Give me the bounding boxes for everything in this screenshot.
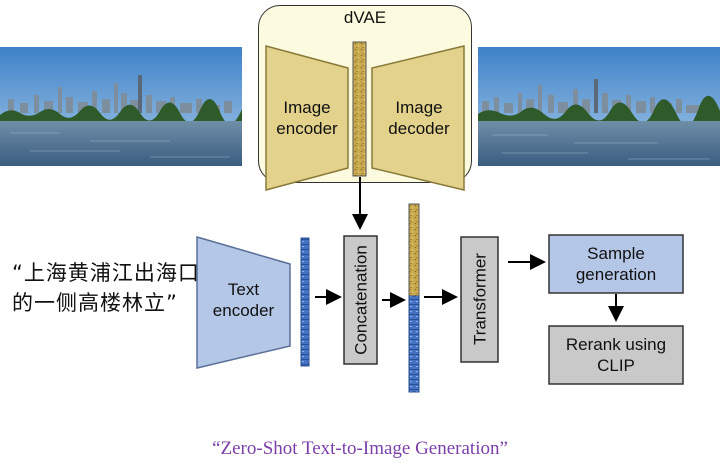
input-text-prompt: “上海黄浦江出海口 的一侧高楼林立” (12, 258, 200, 318)
dvae-title: dVAE (343, 8, 387, 27)
image-decoder-label-line2: decoder (388, 119, 450, 138)
image-token-column-dvae (352, 41, 367, 177)
image-decoder-shape (371, 45, 465, 191)
image-encoder-label: Image encoder (266, 80, 348, 156)
text-token-column (300, 237, 310, 367)
transformer-label: Transformer (471, 253, 490, 345)
concatenation-box (343, 235, 378, 365)
concatenated-image-tokens (408, 203, 420, 297)
input-text-prompt-line1: “上海黄浦江出海口 (12, 261, 200, 285)
image-decoder-label-line1: Image (395, 97, 443, 117)
sample-generation-box (548, 234, 684, 294)
image-encoder-label-line1: Image (283, 97, 331, 117)
skyline-photo-right (478, 47, 720, 166)
rerank-label: Rerank using CLIP (565, 334, 667, 375)
transformer-box (460, 236, 499, 363)
output-image-photo (478, 47, 720, 166)
text-encoder-label-line1: Text (227, 279, 260, 299)
sample-generation-label: Sample generation (575, 243, 657, 284)
skyline-photo-left (0, 47, 242, 166)
text-encoder-shape (196, 236, 291, 369)
text-encoder-label: Text encoder (197, 262, 290, 338)
input-image-photo (0, 47, 242, 166)
image-decoder-label: Image decoder (374, 80, 464, 156)
text-encoder-label-line2: encoder (212, 301, 275, 320)
image-encoder-label-line2: encoder (276, 119, 338, 138)
input-text-prompt-line2: 的一侧高楼林立” (12, 291, 178, 315)
concatenation-label: Concatenation (352, 245, 371, 355)
paper-citation: “Zero-Shot Text-to-Image Generation” (212, 438, 508, 459)
image-encoder-shape (265, 45, 349, 191)
rerank-box (548, 325, 684, 385)
concatenated-text-tokens (408, 295, 420, 393)
